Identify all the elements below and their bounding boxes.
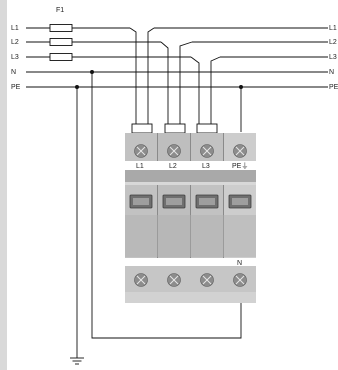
l3-wire-lug xyxy=(196,123,218,134)
terminal-label-l1: L1 xyxy=(136,163,144,170)
fuse-l1 xyxy=(49,24,73,32)
l2-return-wire xyxy=(179,41,193,124)
pe-junction-dot xyxy=(75,85,79,89)
pe-device-junction-dot xyxy=(239,85,243,89)
n-junction-dot xyxy=(90,70,94,74)
line-label-left-l2: L2 xyxy=(11,39,19,46)
terminal-label-l3: L3 xyxy=(202,163,210,170)
line-label-right-pe: PE xyxy=(329,84,338,91)
fuse-l3 xyxy=(49,53,73,61)
surge-protection-device: L1 L2 L3 PE⏚ N xyxy=(125,133,256,303)
l2-wire-lug xyxy=(164,123,186,134)
l3-drop-wire xyxy=(190,56,200,124)
line-label-right-l2: L2 xyxy=(329,39,337,46)
terminal-label-pe: PE⏚ xyxy=(232,162,248,170)
line-label-right-l1: L1 xyxy=(329,25,337,32)
line-label-left-pe: PE xyxy=(11,84,21,91)
l3-return-wire xyxy=(210,56,221,124)
left-sidebar-strip xyxy=(0,0,7,370)
line-label-left-n: N xyxy=(11,69,16,76)
n-loop-wire xyxy=(91,72,242,339)
l1-return-wire xyxy=(147,27,155,124)
line-label-right-n: N xyxy=(329,69,334,76)
l2-drop-wire xyxy=(160,41,169,124)
ground-icon xyxy=(70,357,84,365)
fuse-l2 xyxy=(49,38,73,46)
terminal-label-l2: L2 xyxy=(169,163,177,170)
line-label-left-l3: L3 xyxy=(11,54,19,61)
line-label-right-l3: L3 xyxy=(329,54,337,61)
fuse-label: F1 xyxy=(56,7,64,14)
l1-wire-lug xyxy=(131,123,153,134)
terminal-label-n: N xyxy=(237,260,242,267)
line-label-left-l1: L1 xyxy=(11,25,19,32)
l1-drop-wire xyxy=(129,27,137,124)
